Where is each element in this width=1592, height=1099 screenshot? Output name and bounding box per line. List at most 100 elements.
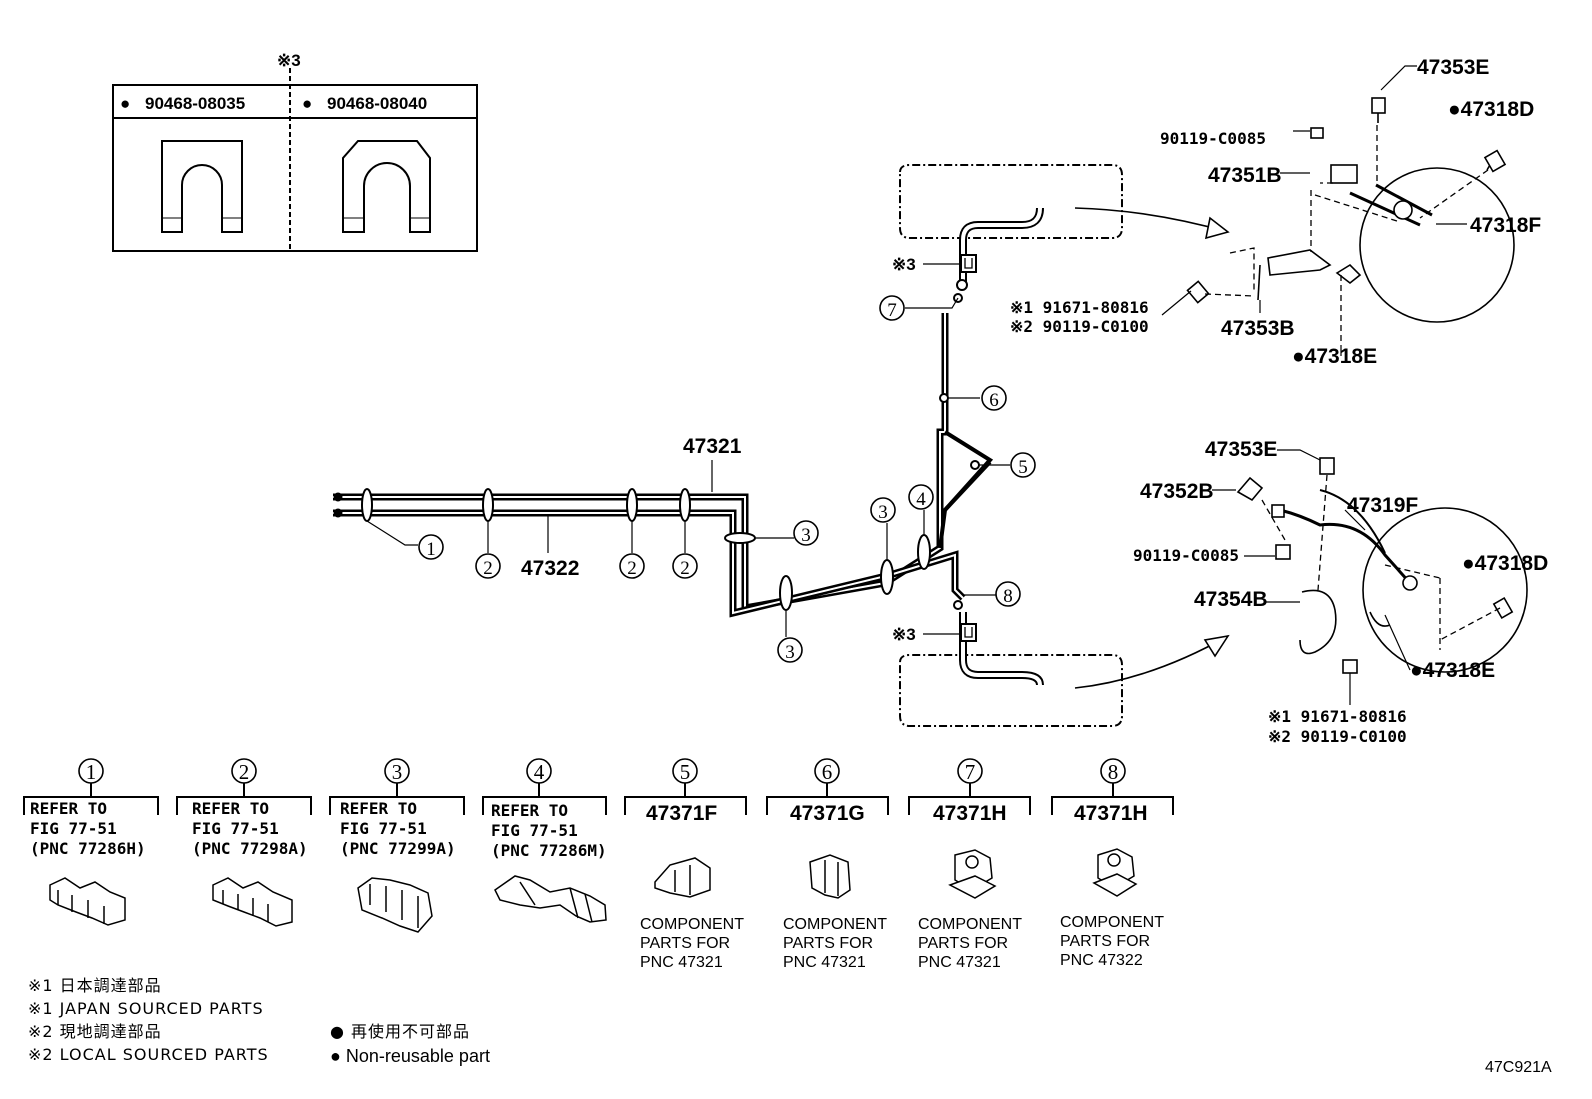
callout-2b: 2 — [627, 558, 637, 579]
part-47353E-upper: 47353E — [1417, 56, 1489, 79]
lower-dashed-leaders — [1261, 474, 1501, 650]
legend-brackets — [23, 771, 1174, 815]
callout-3b: 3 — [785, 642, 795, 663]
part-47318D-lower: ●47318D — [1462, 552, 1548, 575]
legend-8-line-2: PARTS FOR — [1060, 933, 1150, 950]
note3-lower: ※3 — [892, 625, 916, 644]
legend-num-4: 4 — [534, 760, 545, 784]
note-japan-en: ※1 JAPAN SOURCED PARTS — [28, 999, 264, 1018]
legend-8-line-1: COMPONENT — [1060, 914, 1164, 931]
clip-icon-5 — [654, 857, 711, 898]
legend-clip-sketches — [49, 848, 1138, 933]
inset-part-1: ● — [120, 94, 130, 113]
callout-5: 5 — [1018, 457, 1028, 478]
upper-leaders — [1161, 65, 1467, 356]
note-upper-2: ※2 90119-C0100 — [1010, 317, 1149, 336]
legend-3-line-3: (PNC 77299A) — [340, 839, 456, 858]
legend-2-line-2: FIG 77-51 — [192, 819, 279, 838]
note-nonreusable-jp: ● 再使用不可部品 — [330, 1022, 470, 1041]
legend-6-line-3: PNC 47321 — [783, 954, 866, 971]
callout-4: 4 — [916, 489, 926, 510]
legend-8-part: 47371H — [1074, 802, 1148, 825]
note-japan-jp: ※1 日本調達部品 — [28, 976, 162, 995]
line-clamps — [361, 293, 980, 611]
legend-2-line-1: REFER TO — [192, 799, 269, 818]
inset-part-2-number: 90468-08040 — [327, 94, 427, 113]
figure-code: 47C921A — [1485, 1059, 1552, 1076]
lower-leaders — [1212, 449, 1411, 705]
hose-upper — [899, 164, 1230, 291]
clip-icon — [161, 140, 243, 233]
legend-5-line-3: PNC 47321 — [640, 954, 723, 971]
note-local-jp: ※2 現地調達部品 — [28, 1022, 162, 1041]
legend-2-line-3: (PNC 77298A) — [192, 839, 308, 858]
part-47321: 47321 — [683, 435, 742, 458]
part-47318F: 47318F — [1470, 214, 1541, 237]
legend-num-8: 8 — [1108, 760, 1119, 784]
legend-7-part: 47371H — [933, 802, 1007, 825]
clip-icon-7 — [948, 849, 997, 899]
callout-2c: 2 — [680, 558, 690, 579]
legend-num-7: 7 — [965, 760, 976, 784]
clip-icon-6 — [809, 854, 851, 899]
legend-1-line-3: (PNC 77286H) — [30, 839, 146, 858]
part-47318E-lower: ●47318E — [1410, 659, 1495, 682]
callout-7: 7 — [887, 300, 897, 321]
legend-1-line-1: REFER TO — [30, 799, 107, 818]
part-90119-C0085-upper: 90119-C0085 — [1160, 129, 1266, 148]
hose-lower — [899, 612, 1230, 727]
callout-3c: 3 — [878, 502, 888, 523]
legend-callouts — [78, 758, 1126, 784]
part-90119-C0085-lower: 90119-C0085 — [1133, 546, 1239, 565]
line-47322-outer — [333, 509, 966, 618]
legend-num-1: 1 — [86, 760, 97, 784]
upper-bracket-assembly — [1186, 97, 1515, 323]
inset-part-1-number: 90468-08035 — [145, 94, 245, 113]
part-47354B: 47354B — [1194, 588, 1268, 611]
legend-4-line-1: REFER TO — [491, 801, 568, 820]
clamp-icon-1 — [49, 877, 126, 926]
callout-3a: 3 — [801, 525, 811, 546]
clamp-icon-2 — [212, 877, 293, 927]
part-47322: 47322 — [521, 557, 579, 580]
callouts — [418, 295, 1036, 663]
legend-4-line-3: (PNC 77286M) — [491, 841, 607, 860]
legend-6-part: 47371G — [790, 802, 865, 825]
part-47318E-upper: ●47318E — [1292, 345, 1377, 368]
part-47352B: 47352B — [1140, 480, 1214, 503]
callout-2a: 2 — [483, 558, 493, 579]
note-nonreusable-en: ● Non-reusable part — [330, 1046, 490, 1066]
note3-upper: ※3 — [892, 255, 916, 274]
legend-5-line-2: PARTS FOR — [640, 935, 730, 952]
clip-icon-8 — [1092, 848, 1138, 897]
note-lower-1: ※1 91671-80816 — [1268, 707, 1407, 726]
part-47351B: 47351B — [1208, 164, 1282, 187]
upper-dashed-leaders — [1204, 125, 1489, 345]
legend-3-line-2: FIG 77-51 — [340, 819, 427, 838]
clip-icon — [342, 140, 431, 233]
callout-1: 1 — [426, 539, 436, 560]
note-local-en: ※2 LOCAL SOURCED PARTS — [28, 1045, 269, 1064]
legend-7-line-2: PARTS FOR — [918, 935, 1008, 952]
part-47353E-lower: 47353E — [1205, 438, 1277, 461]
clip-inset — [112, 68, 478, 252]
legend-num-2: 2 — [239, 760, 250, 784]
inset-part-2: ● — [302, 94, 312, 113]
clamp-icon-3 — [357, 877, 433, 933]
legend-7-line-3: PNC 47321 — [918, 954, 1001, 971]
legend-5-line-1: COMPONENT — [640, 916, 744, 933]
legend-1-line-2: FIG 77-51 — [30, 819, 117, 838]
part-47319F: 47319F — [1347, 494, 1418, 517]
legend-4-line-2: FIG 77-51 — [491, 821, 578, 840]
inset-mark: ※3 — [277, 51, 301, 70]
legend-5-part: 47371F — [646, 802, 717, 825]
legend-num-6: 6 — [822, 760, 833, 784]
legend-7-line-1: COMPONENT — [918, 916, 1022, 933]
part-47353B: 47353B — [1221, 317, 1295, 340]
legend-num-3: 3 — [392, 760, 403, 784]
legend-6-line-1: COMPONENT — [783, 916, 887, 933]
legend-8-line-3: PNC 47322 — [1060, 952, 1143, 969]
part-47318D-upper: ●47318D — [1448, 98, 1534, 121]
callout-leaders — [366, 263, 1010, 637]
